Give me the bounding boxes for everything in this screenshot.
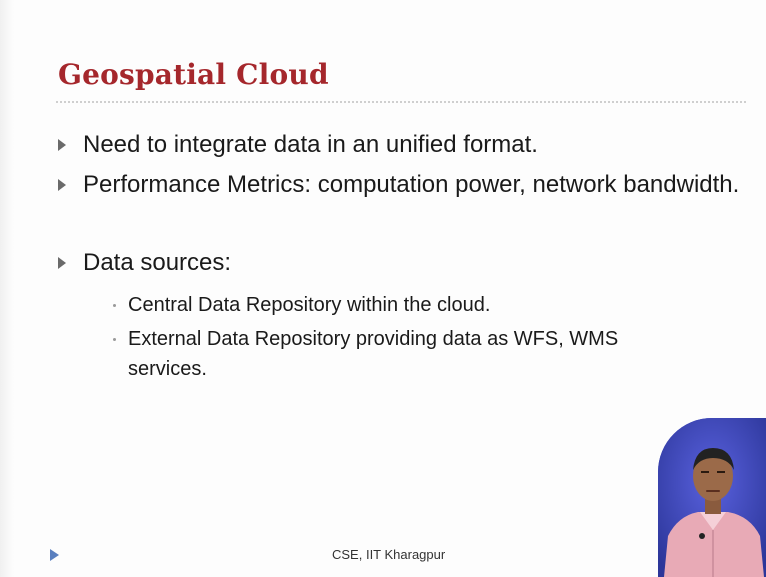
bullet-item: Data sources: xyxy=(58,246,748,280)
sub-bullet-item: Central Data Repository within the cloud… xyxy=(58,290,748,320)
sub-bullet-item: External Data Repository providing data … xyxy=(58,324,748,384)
presenter-image xyxy=(658,418,766,577)
presenter-video-thumbnail xyxy=(658,418,766,577)
bullet-arrow-icon xyxy=(58,257,66,269)
sub-bullet-text: Central Data Repository within the cloud… xyxy=(128,294,491,316)
slide-nav-arrow-icon[interactable] xyxy=(50,549,59,561)
bullet-item: Need to integrate data in an unified for… xyxy=(58,128,748,162)
sub-bullet-text: External Data Repository providing data … xyxy=(128,328,619,380)
bullet-text: Data sources: xyxy=(83,249,232,276)
bullet-text: Need to integrate data in an unified for… xyxy=(83,131,538,158)
slide-title: Geospatial Cloud xyxy=(58,58,329,91)
sub-bullet-dot-icon xyxy=(113,338,116,341)
slide-left-edge xyxy=(0,0,14,577)
bullet-text: Performance Metrics: computation power, … xyxy=(83,171,740,198)
sub-bullet-dot-icon xyxy=(113,304,116,307)
bullet-list: Need to integrate data in an unified for… xyxy=(58,128,748,384)
footer-text: CSE, IIT Kharagpur xyxy=(332,547,446,562)
bullet-item: Performance Metrics: computation power, … xyxy=(58,168,748,202)
bullet-arrow-icon xyxy=(58,179,66,191)
bullet-arrow-icon xyxy=(58,139,66,151)
title-divider xyxy=(56,101,746,103)
